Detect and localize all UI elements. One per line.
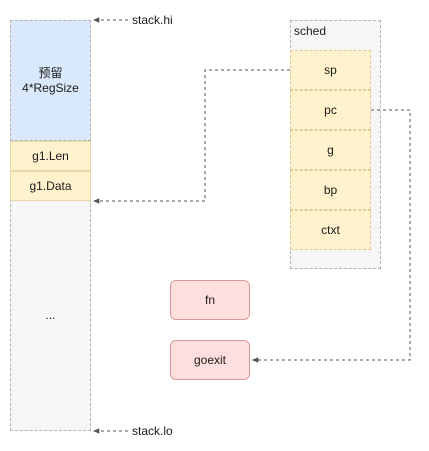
- goexit-box: goexit: [170, 340, 250, 380]
- fn-box: fn: [170, 280, 250, 320]
- g1-len-label: g1.Len: [32, 148, 69, 163]
- stack-lo-label: stack.lo: [132, 424, 173, 438]
- g1-len-slot: g1.Len: [10, 141, 91, 171]
- stack-hi-label: stack.hi: [132, 13, 173, 27]
- stack-ellipsis: ...: [45, 307, 56, 322]
- sched-field-g: g: [290, 130, 371, 170]
- g1-data-label: g1.Data: [29, 178, 72, 193]
- sched-field-label: g: [327, 142, 334, 157]
- reserved-size-label: 4*RegSize: [22, 80, 79, 95]
- reserved-label: 预留: [38, 65, 63, 80]
- sched-field-label: pc: [324, 102, 337, 117]
- fn-label: fn: [204, 292, 215, 307]
- sched-title: sched: [294, 24, 327, 38]
- sched-field-label: ctxt: [321, 222, 340, 237]
- sched-field-ctxt: ctxt: [290, 210, 371, 250]
- goexit-label: goexit: [193, 352, 227, 367]
- pc-to-goexit-arrow: [252, 109, 411, 363]
- sched-field-sp: sp: [290, 50, 371, 90]
- sched-field-label: sp: [324, 62, 337, 77]
- reserved-block: 预留 4*RegSize: [10, 20, 91, 141]
- sp-to-g1-data-arrow: [93, 69, 290, 204]
- sched-field-pc: pc: [290, 90, 371, 130]
- sched-field-bp: bp: [290, 170, 371, 210]
- sched-field-label: bp: [323, 182, 338, 197]
- g1-data-slot: g1.Data: [10, 171, 91, 201]
